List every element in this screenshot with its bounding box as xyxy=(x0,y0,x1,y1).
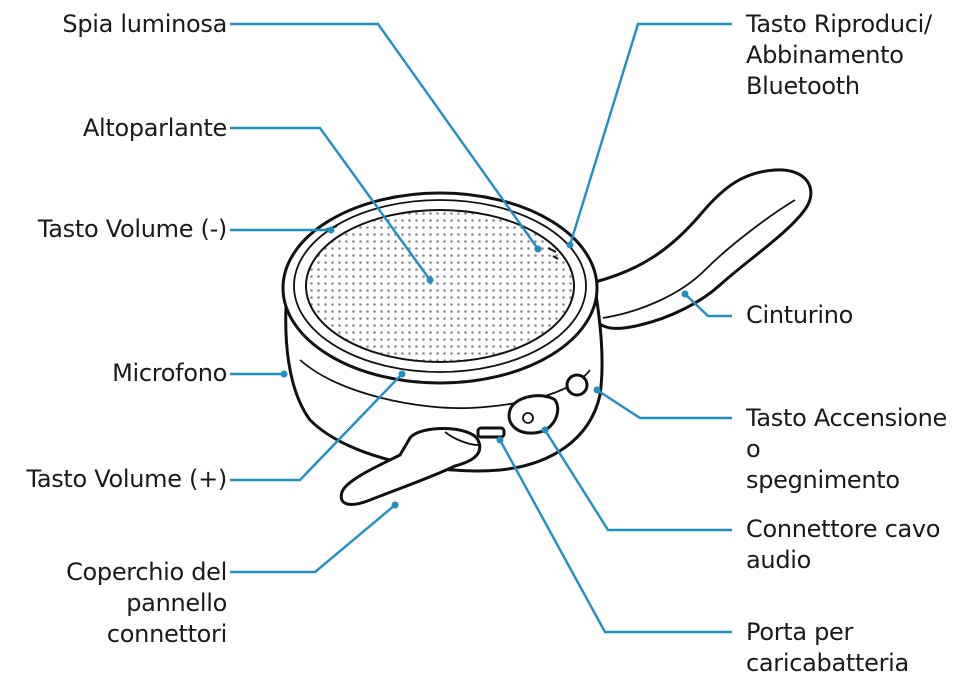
label-tasto-accensione: Tasto Accensione o spegnimento xyxy=(746,404,948,494)
leader-lines xyxy=(230,22,732,634)
label-altoparlante: Altoparlante xyxy=(82,114,227,142)
label-tasto-volume-piu: Tasto Volume (+) xyxy=(26,465,227,493)
connector-cover xyxy=(339,427,482,506)
speaker-body xyxy=(281,191,604,473)
label-microfono: Microfono xyxy=(112,359,227,387)
label-coperchio-pannello: Coperchio del pannello connettori xyxy=(66,558,227,648)
label-cinturino: Cinturino xyxy=(746,301,853,329)
label-porta-caricabatteria: Porta per caricabatteria xyxy=(746,618,909,677)
strap xyxy=(593,168,813,330)
label-tasto-riproduci: Tasto Riproduci/ Abbinamento Bluetooth xyxy=(746,10,932,100)
label-spia-luminosa: Spia luminosa xyxy=(62,10,227,38)
label-tasto-volume-meno: Tasto Volume (-) xyxy=(37,215,227,243)
label-connettore-audio: Connettore cavo audio xyxy=(746,515,941,574)
